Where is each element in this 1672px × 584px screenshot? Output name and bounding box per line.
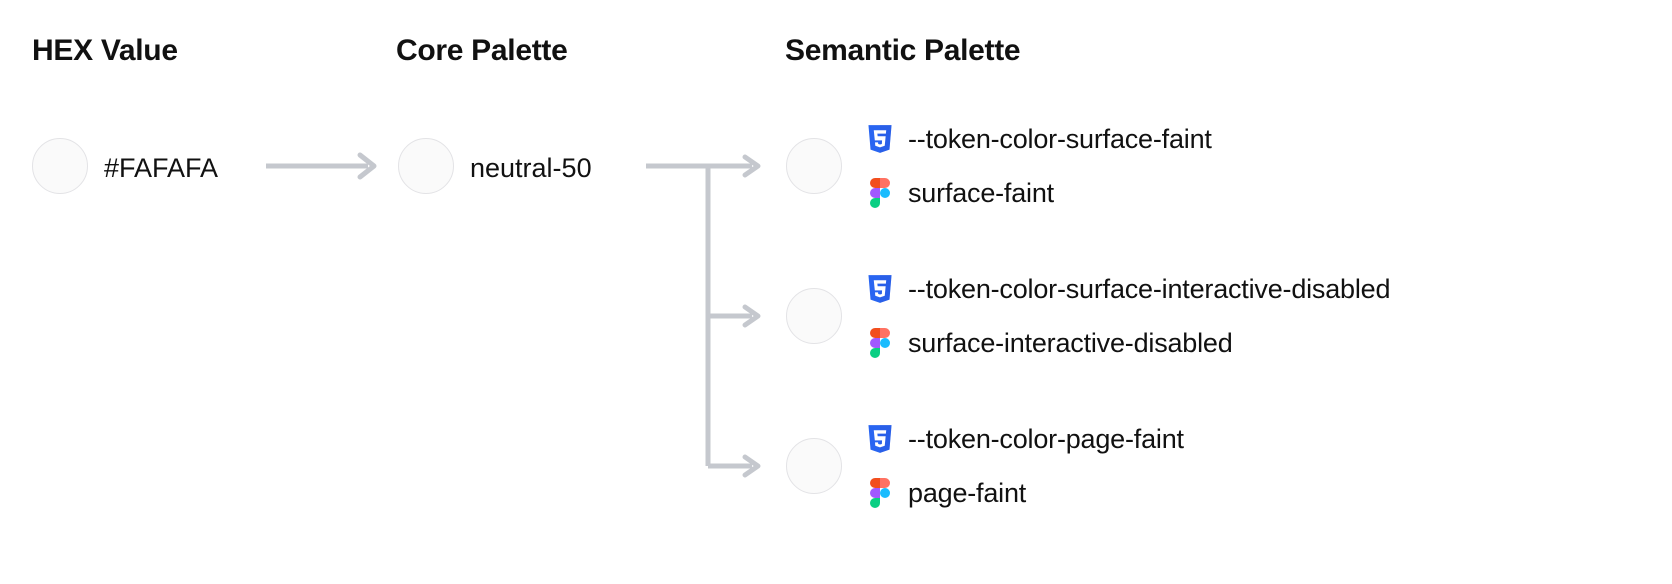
figma-token-line: page-faint — [866, 466, 1656, 520]
css-token-name: --token-color-surface-interactive-disabl… — [908, 273, 1391, 304]
hex-value-label: #FAFAFA — [104, 153, 219, 183]
css-token-line: --token-color-page-faint — [866, 412, 1656, 466]
figma-icon — [870, 178, 890, 208]
css3-icon — [868, 125, 892, 153]
core-palette-label: neutral-50 — [470, 153, 592, 183]
arrow-hex-to-core-icon — [266, 152, 377, 180]
figma-token-name: surface-interactive-disabled — [908, 327, 1233, 358]
color-swatch-semantic-2 — [786, 438, 842, 494]
branch-connector-core-to-semantic-icon — [646, 154, 761, 478]
figma-token-line: surface-faint — [866, 166, 1656, 220]
css-token-line: --token-color-surface-interactive-disabl… — [866, 262, 1656, 316]
semantic-token-row: --token-color-surface-interactive-disabl… — [866, 262, 1656, 370]
column-header-core-palette: Core Palette — [396, 34, 568, 67]
color-swatch-semantic-1 — [786, 288, 842, 344]
css3-icon — [868, 275, 892, 303]
column-header-hex-value: HEX Value — [32, 34, 178, 67]
semantic-token-row: --token-color-page-faint page-faint — [866, 412, 1656, 520]
figma-icon — [870, 478, 890, 508]
color-swatch-hex — [32, 138, 88, 194]
figma-token-name: page-faint — [908, 477, 1027, 508]
css-token-name: --token-color-surface-faint — [908, 123, 1212, 154]
css3-icon — [868, 425, 892, 453]
css-token-line: --token-color-surface-faint — [866, 112, 1656, 166]
figma-token-name: surface-faint — [908, 177, 1054, 208]
semantic-token-row: --token-color-surface-faint surface-fain… — [866, 112, 1656, 220]
color-swatch-core — [398, 138, 454, 194]
css-token-name: --token-color-page-faint — [908, 423, 1184, 454]
color-swatch-semantic-0 — [786, 138, 842, 194]
figma-icon — [870, 328, 890, 358]
figma-token-line: surface-interactive-disabled — [866, 316, 1656, 370]
column-header-semantic-palette: Semantic Palette — [785, 34, 1021, 67]
